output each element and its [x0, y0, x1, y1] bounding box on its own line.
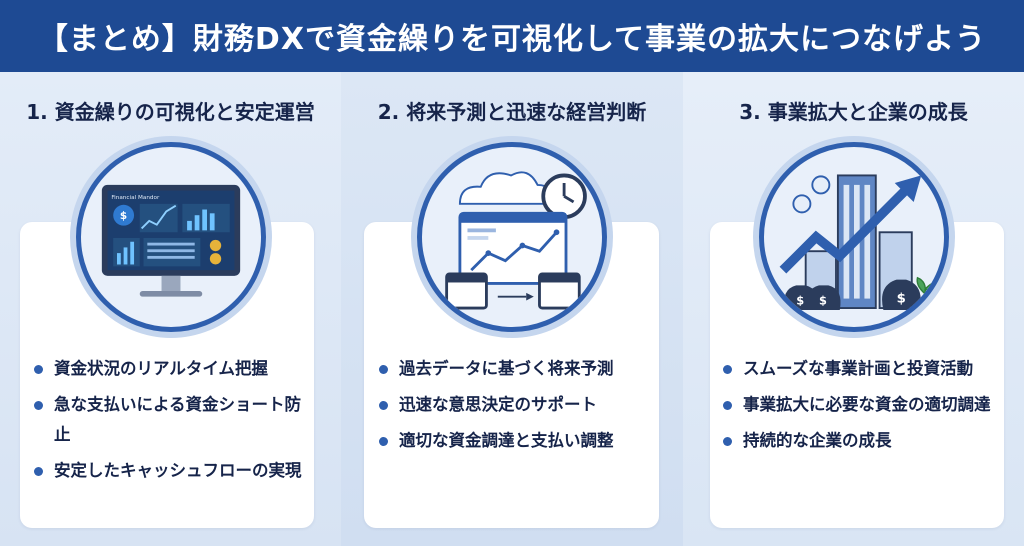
list-item: 急な支払いによる資金ショート防止 [32, 390, 312, 450]
column-heading: 1. 資金繰りの可視化と安定運営 [26, 100, 315, 124]
column-growth: 3. 事業拡大と企業の成長 $ $ $ スムーズな事業計画と投資活動 事業拡大に… [683, 72, 1024, 546]
list-item: 資金状況のリアルタイム把握 [32, 354, 312, 384]
column-forecast: 2. 将来予測と迅速な経営判断 過去データに基づく将来予測 迅速な意思決定のサポ… [341, 72, 683, 546]
svg-text:$: $ [796, 293, 804, 307]
bullet-list: 過去データに基づく将来予測 迅速な意思決定のサポート 適切な資金調達と支払い調整 [377, 354, 657, 462]
list-item: 持続的な企業の成長 [721, 426, 1001, 456]
svg-text:$: $ [896, 291, 905, 306]
svg-text:$: $ [818, 293, 826, 307]
svg-text:$: $ [119, 210, 126, 222]
list-item: スムーズな事業計画と投資活動 [721, 354, 1001, 384]
monitor-label: Financial Mandor [111, 195, 160, 201]
bullet-list: スムーズな事業計画と投資活動 事業拡大に必要な資金の適切調達 持続的な企業の成長 [721, 354, 1001, 462]
growth-buildings-icon: $ $ $ [758, 142, 949, 332]
column-visualization: 1. 資金繰りの可視化と安定運営 Financial Mandor $ 資金状況… [0, 72, 341, 546]
list-item: 事業拡大に必要な資金の適切調達 [721, 390, 1001, 420]
list-item: 迅速な意思決定のサポート [377, 390, 657, 420]
list-item: 安定したキャッシュフローの実現 [32, 456, 312, 486]
title-banner: 【まとめ】財務DXで資金繰りを可視化して事業の拡大につなげよう [0, 0, 1024, 72]
column-heading: 3. 事業拡大と企業の成長 [739, 100, 968, 124]
list-item: 過去データに基づく将来予測 [377, 354, 657, 384]
column-heading: 2. 将来予測と迅速な経営判断 [377, 100, 647, 124]
monitor-dashboard-icon: Financial Mandor $ [75, 142, 266, 332]
page-title: 【まとめ】財務DXで資金繰りを可視化して事業の拡大につなげよう [37, 22, 987, 57]
sparkle-icon [964, 488, 996, 520]
forecast-chart-icon [417, 142, 607, 332]
list-item: 適切な資金調達と支払い調整 [377, 426, 657, 456]
bullet-list: 資金状況のリアルタイム把握 急な支払いによる資金ショート防止 安定したキャッシュ… [32, 354, 312, 492]
